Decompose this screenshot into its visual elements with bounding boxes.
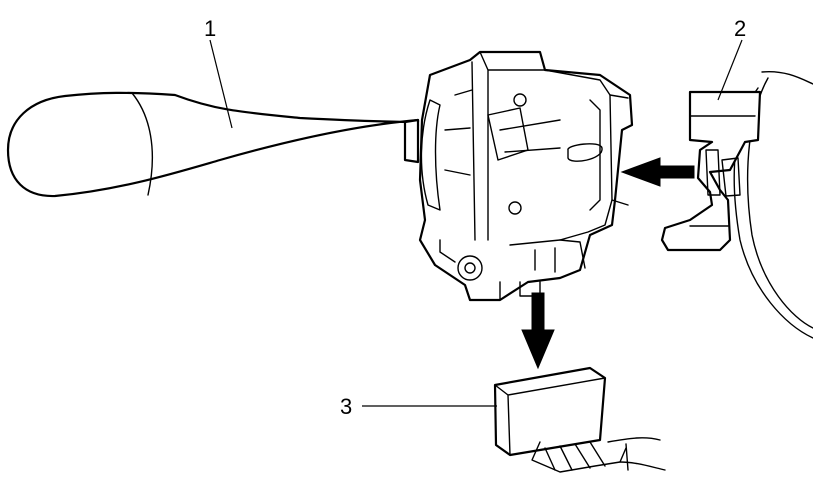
leader-line-1 bbox=[209, 39, 233, 129]
callout-2: 2 bbox=[734, 16, 746, 41]
connector bbox=[493, 366, 666, 473]
switch-body bbox=[418, 50, 634, 302]
leader-line-2 bbox=[717, 39, 743, 101]
callout-1: 1 bbox=[204, 16, 216, 41]
callout-3: 3 bbox=[340, 394, 352, 419]
removal-arrow-left bbox=[620, 157, 695, 187]
switch-lever bbox=[6, 91, 420, 198]
removal-arrow-down bbox=[521, 292, 555, 370]
spiral-cable bbox=[660, 70, 813, 339]
